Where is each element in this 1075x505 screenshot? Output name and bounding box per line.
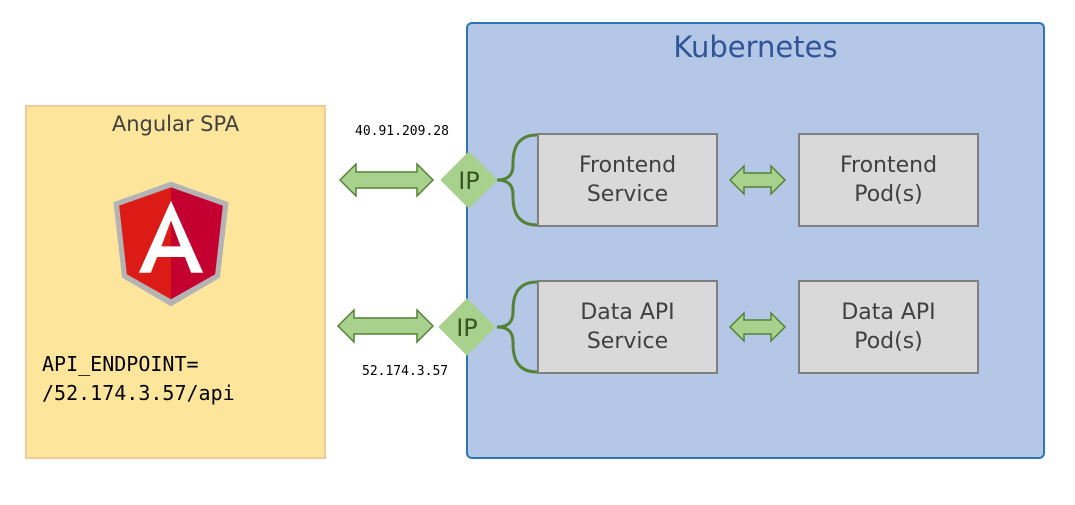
frontend-ip-badge-text: IP: [458, 167, 480, 195]
frontend-pods-box: Frontend Pod(s): [798, 133, 979, 227]
frontend-ip-address: 40.91.209.28: [355, 124, 449, 139]
dataapi-ip-diamond-icon: IP: [438, 298, 496, 356]
angular-logo-icon: [113, 181, 229, 307]
frontend-service-line1: Frontend: [578, 153, 677, 178]
dataapi-service-line2: Service: [586, 329, 669, 354]
dataapi-service-box: Data API Service: [537, 280, 718, 374]
frontend-pods-line2: Pod(s): [854, 182, 923, 207]
api-endpoint-text: API_ENDPOINT= /52.174.3.57/api: [42, 350, 235, 408]
frontend-service-box: Frontend Service: [537, 133, 718, 227]
kubernetes-panel: [466, 22, 1045, 459]
dataapi-pods-line2: Pod(s): [854, 329, 923, 354]
dataapi-pods-line1: Data API: [841, 300, 936, 325]
kubernetes-title: Kubernetes: [673, 30, 838, 64]
api-endpoint-line2: /52.174.3.57/api: [42, 381, 235, 405]
spa-frontend-double-arrow: [338, 162, 435, 198]
frontend-ip-diamond-icon: IP: [440, 151, 498, 209]
dataapi-ip-address: 52.174.3.57: [362, 364, 449, 379]
api-endpoint-line1: API_ENDPOINT=: [42, 352, 199, 376]
frontend-service-line2: Service: [586, 182, 669, 207]
dataapi-ip-badge-text: IP: [456, 314, 478, 342]
dataapi-service-line1: Data API: [580, 300, 675, 325]
dataapi-pods-box: Data API Pod(s): [798, 280, 979, 374]
frontend-pods-line1: Frontend: [839, 153, 938, 178]
frontend-service-pods-double-arrow: [728, 164, 787, 196]
dataapi-brace-connector: [496, 280, 538, 374]
spa-dataapi-double-arrow: [336, 308, 435, 344]
dataapi-service-pods-double-arrow: [728, 311, 787, 343]
frontend-brace-connector: [496, 133, 538, 227]
angular-spa-title: Angular SPA: [111, 112, 240, 136]
